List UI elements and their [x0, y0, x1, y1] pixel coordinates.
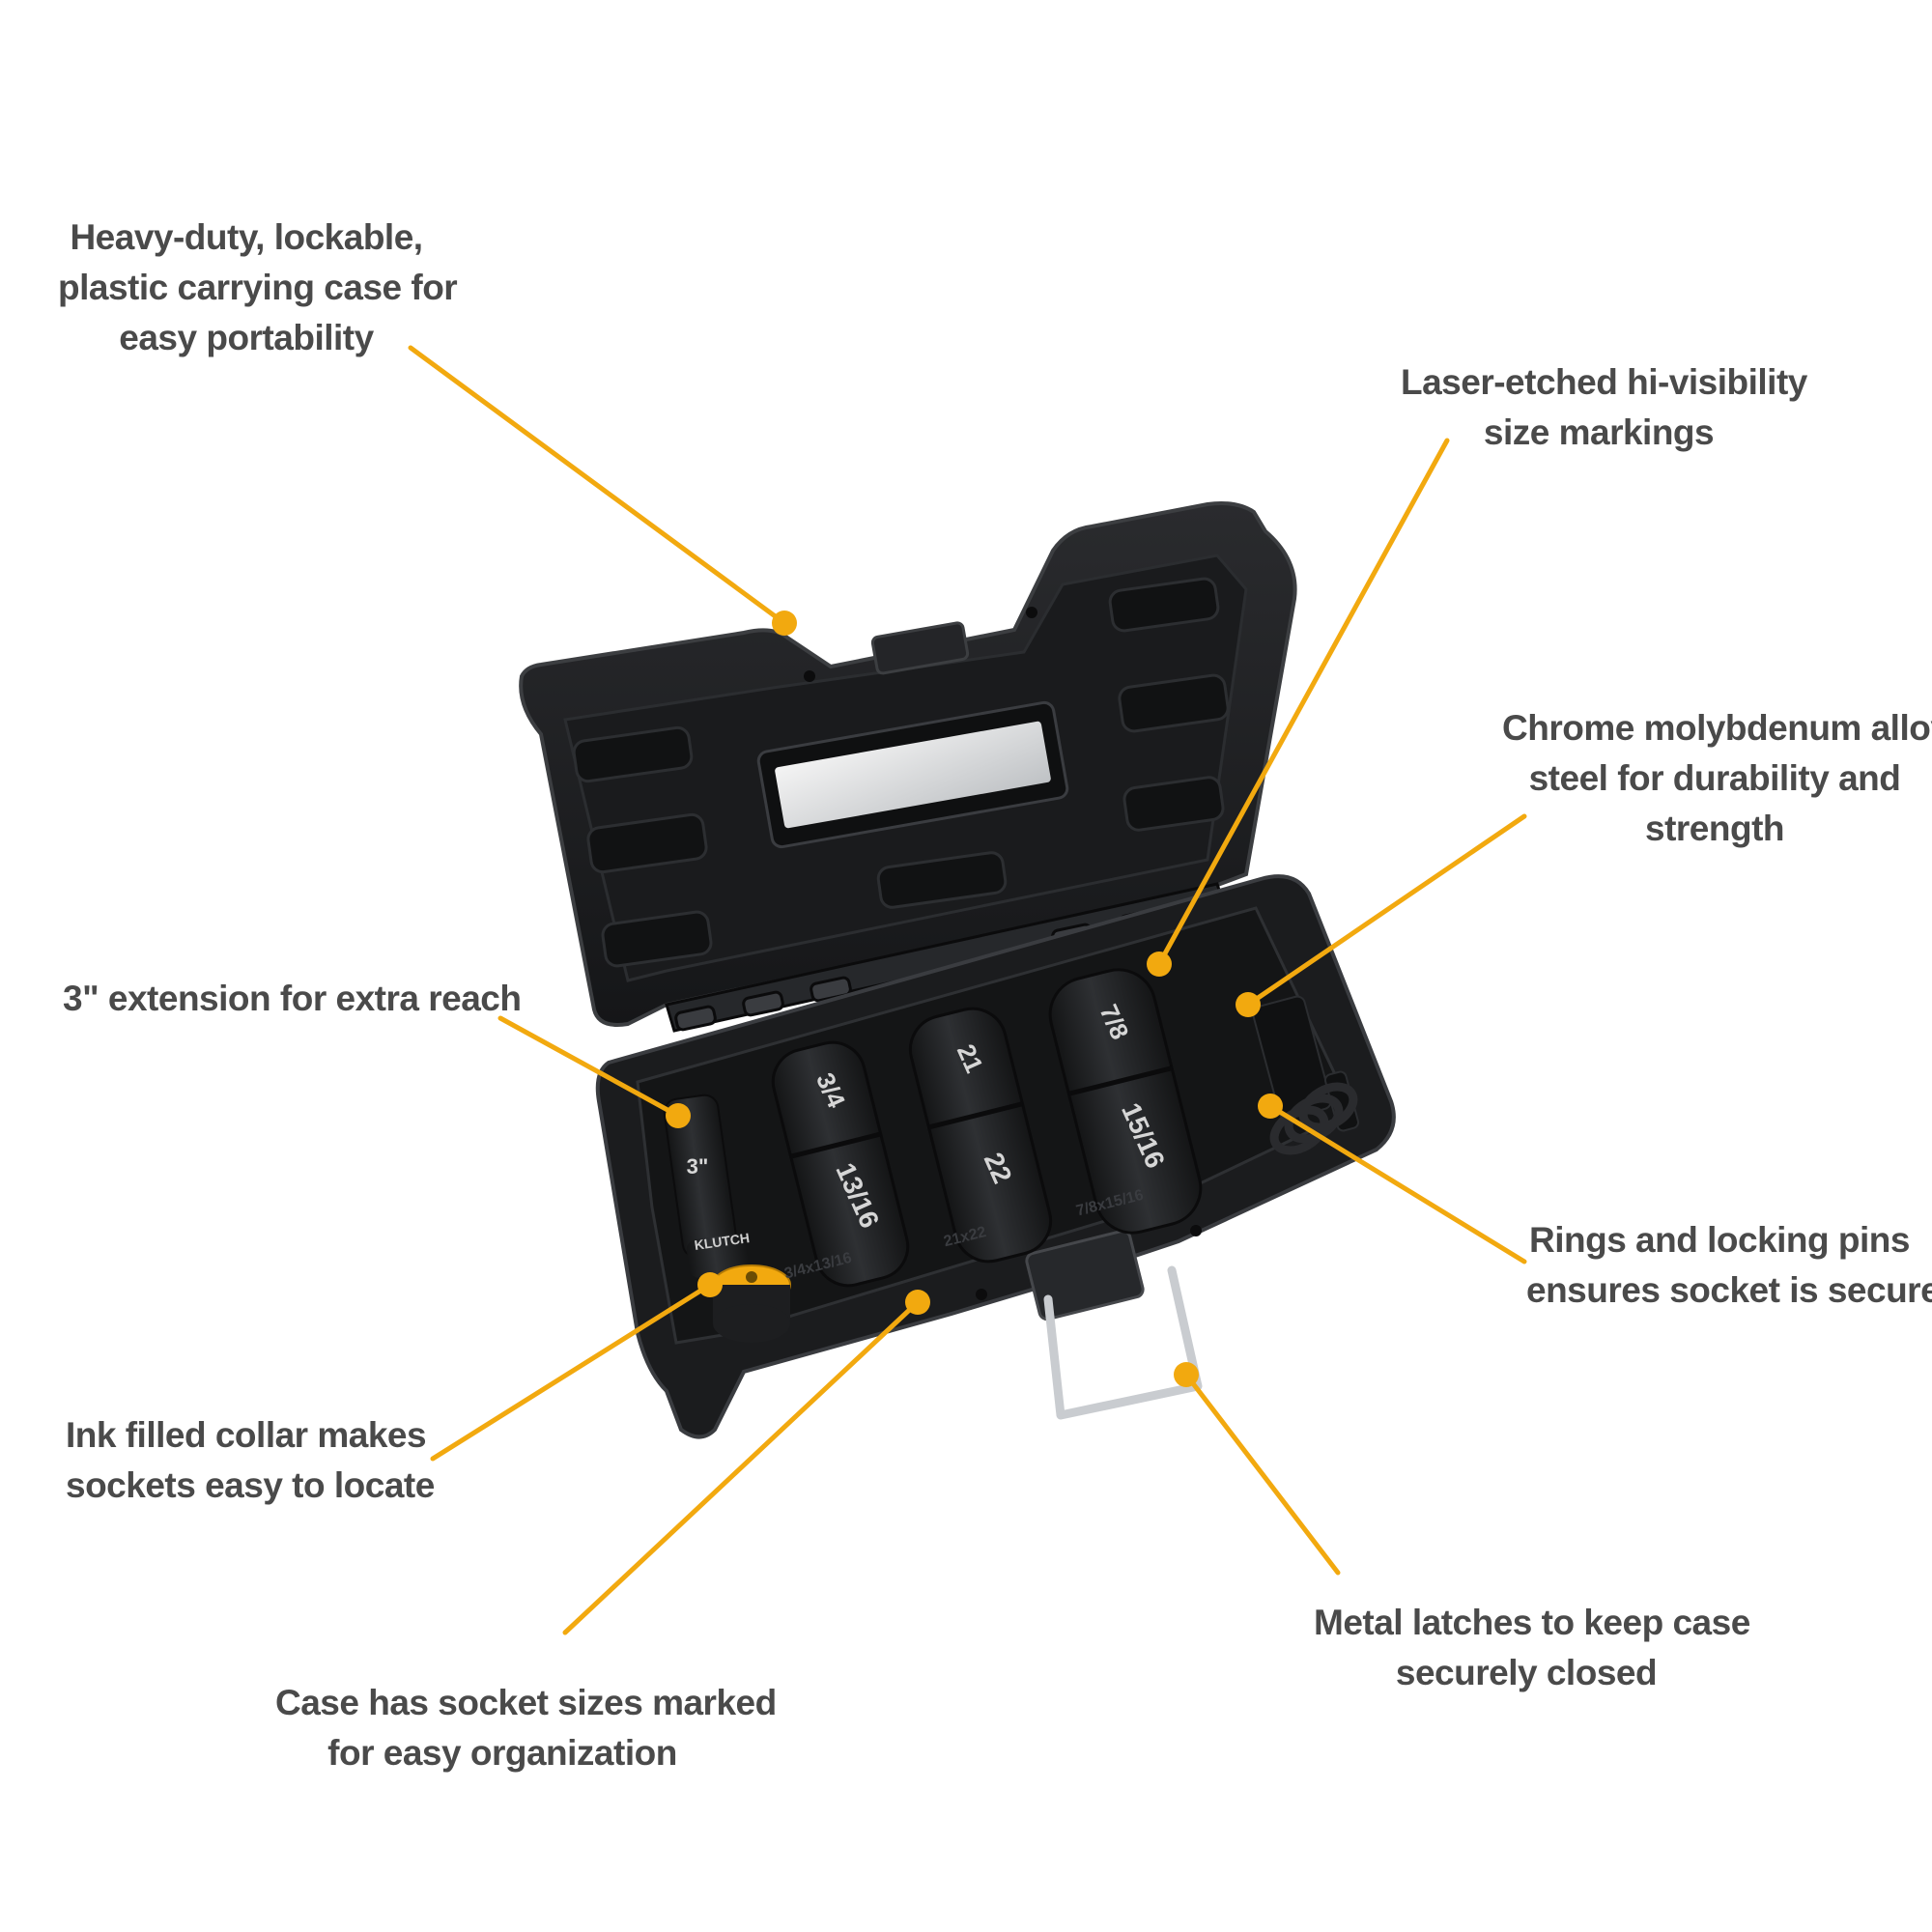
leader-dot-rings	[1258, 1094, 1283, 1119]
leader-dot-case	[772, 611, 797, 636]
leader-dot-latches	[1174, 1362, 1199, 1387]
callout-case: Heavy-duty, lockable, plastic carrying c…	[58, 217, 458, 357]
socket-body	[908, 1007, 1053, 1264]
case-lid	[519, 501, 1297, 1027]
callout-rings: Rings and locking pins ensures socket is…	[1526, 1220, 1932, 1310]
latch-bracket	[1025, 1229, 1145, 1321]
leader-sizes	[562, 1299, 921, 1635]
socket-waist	[789, 1131, 882, 1159]
leader-dot-markings	[1147, 952, 1172, 977]
callout-alloy: Chrome molybdenum alloy steel for durabi…	[1502, 708, 1932, 848]
leader-markings	[1156, 438, 1450, 967]
leader-extension	[497, 1015, 681, 1119]
callout-extension: 3" extension for extra reach	[63, 979, 522, 1018]
socket-body	[1048, 968, 1203, 1235]
lid-latch-tab	[870, 621, 970, 675]
leader-alloy	[1245, 813, 1527, 1008]
extension-size-label: 3"	[687, 1154, 709, 1179]
socket: 7/815/16	[1048, 968, 1203, 1235]
leader-latches	[1183, 1372, 1341, 1576]
callout-latches: Metal latches to keep case securely clos…	[1314, 1603, 1750, 1692]
leader-case	[408, 345, 787, 626]
leader-dot-extension	[666, 1103, 691, 1128]
socket: 3/413/16	[771, 1040, 910, 1288]
collar-socket	[712, 1264, 791, 1343]
leader-collar	[430, 1282, 713, 1462]
leader-rings	[1267, 1103, 1527, 1264]
leader-dot-alloy	[1236, 992, 1261, 1017]
callout-markings: Laser-etched hi-visibility size markings	[1401, 362, 1807, 452]
leader-dot-sizes	[905, 1290, 930, 1315]
metal-latch-handle	[1043, 1265, 1203, 1420]
callout-collar: Ink filled collar makes sockets easy to …	[66, 1415, 435, 1505]
leader-lines	[408, 345, 1527, 1635]
callout-sizes: Case has socket sizes marked for easy or…	[275, 1683, 777, 1773]
extension-bar: 3" KLUTCH	[663, 1094, 751, 1278]
brand-mark: KLUTCH	[694, 1230, 751, 1253]
rings-pins	[1269, 1082, 1358, 1155]
socket-waist	[927, 1101, 1024, 1130]
socket-body	[771, 1040, 910, 1288]
lid-label-window	[756, 700, 1069, 849]
leader-dot-collar	[697, 1272, 723, 1297]
socket-waist	[1067, 1065, 1173, 1096]
lid-foam-slots	[572, 577, 1230, 968]
